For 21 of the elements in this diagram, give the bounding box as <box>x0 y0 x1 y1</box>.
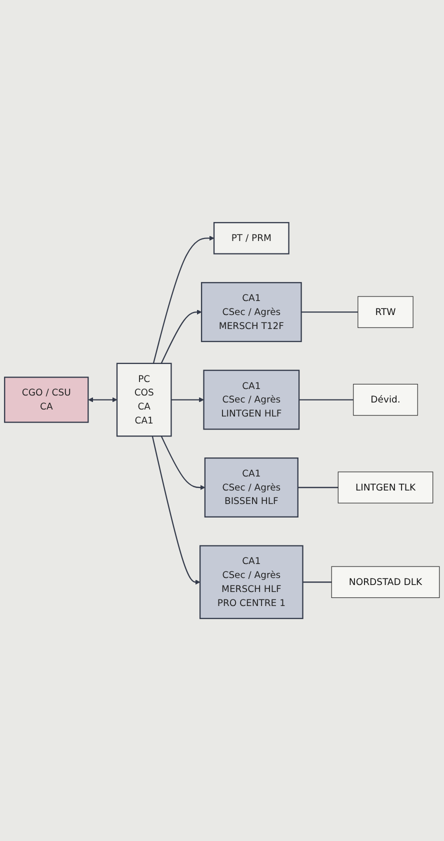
node-box: PC COS CA CA1 <box>116 362 172 437</box>
node-box: CA1 CSec / Agrès LINTGEN HLF <box>203 370 300 430</box>
node-box: CA1 CSec / Agrès MERSCH T12F <box>200 282 302 342</box>
arrow <box>88 397 118 402</box>
arrow <box>160 309 202 364</box>
node-box: PT / PRM <box>213 222 290 254</box>
node-box: CGO / CSU CA <box>4 376 89 423</box>
arrow <box>160 436 206 490</box>
node-box: NORDSTAD DLK <box>331 566 440 598</box>
node-box: CA1 CSec / Agrès BISSEN HLF <box>204 457 298 518</box>
connector <box>302 582 332 583</box>
arrow <box>152 236 214 364</box>
node-box: RTW <box>358 296 414 328</box>
node-box: CA1 CSec / Agrès MERSCH HLF PRO CENTRE 1 <box>199 545 304 619</box>
connector <box>301 311 358 313</box>
node-box: Dévid. <box>353 384 418 416</box>
connector <box>299 399 354 400</box>
connector <box>298 486 338 488</box>
arrow <box>152 436 200 585</box>
node-box: LINTGEN TLK <box>338 472 434 504</box>
arrow <box>171 397 204 402</box>
